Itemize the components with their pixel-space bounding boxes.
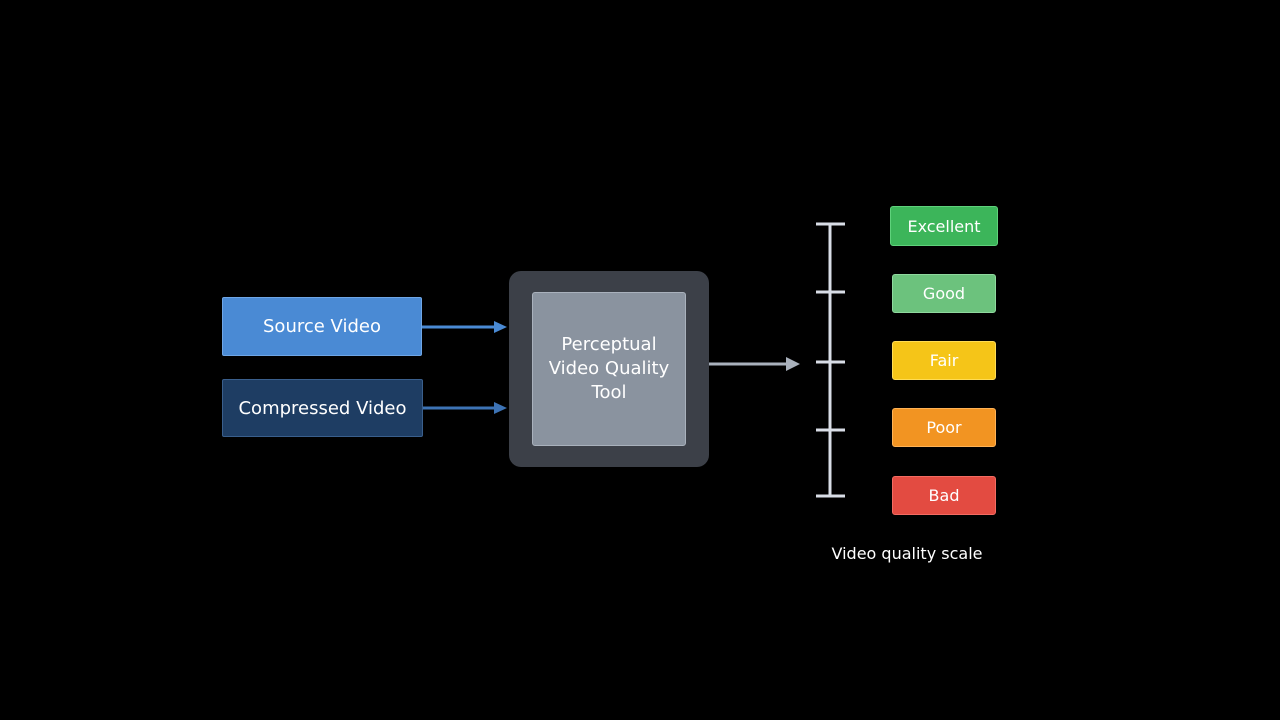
- tool-to-scale-arrow: [709, 357, 800, 371]
- perceptual-video-quality-tool: Perceptual Video Quality Tool: [532, 292, 686, 446]
- source-to-tool-arrow: [422, 321, 507, 333]
- rating-fair: Fair: [892, 341, 996, 380]
- tool-label-line-1: Perceptual: [561, 334, 657, 355]
- scale-caption: Video quality scale: [831, 544, 983, 563]
- rating-bad: Bad: [892, 476, 996, 515]
- source-video-label: Source Video: [263, 316, 381, 337]
- tool-label-line-3: Tool: [591, 382, 627, 403]
- quality-scale-axis: [816, 222, 845, 498]
- compressed-to-tool-arrow: [423, 402, 507, 414]
- rating-excellent-label: Excellent: [907, 216, 981, 236]
- rating-poor-label: Poor: [926, 418, 962, 437]
- tool-label-line-2: Video Quality: [548, 358, 670, 379]
- rating-excellent: Excellent: [890, 206, 998, 246]
- rating-bad-label: Bad: [928, 486, 960, 505]
- rating-good: Good: [892, 274, 996, 313]
- rating-good-label: Good: [922, 284, 966, 303]
- source-video-box: Source Video: [222, 297, 422, 356]
- compressed-video-box: Compressed Video: [222, 379, 423, 437]
- rating-fair-label: Fair: [929, 351, 959, 370]
- rating-poor: Poor: [892, 408, 996, 447]
- tool-label: Perceptual Video Quality Tool: [539, 333, 679, 405]
- compressed-video-label: Compressed Video: [238, 397, 407, 419]
